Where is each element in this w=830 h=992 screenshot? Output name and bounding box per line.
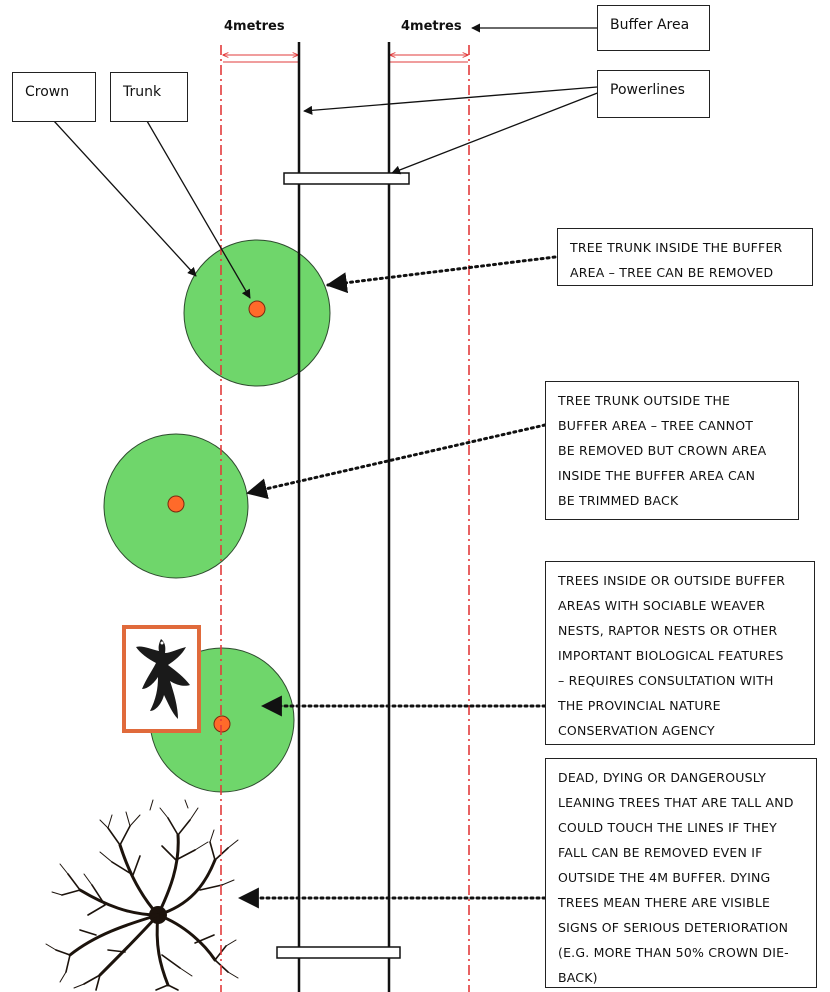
note-line: BACK) [558,970,598,985]
tree-inside-buffer [183,239,331,387]
note-line: LEANING TREES THAT ARE TALL AND [558,795,794,810]
buffer-width-right [390,55,468,63]
note-trunk-outside-buffer: TREE TRUNK OUTSIDE THE BUFFER AREA – TRE… [545,381,799,520]
note-line: COULD TOUCH THE LINES IF THEY [558,820,777,835]
tree-outside-buffer [103,433,249,579]
note2-pointer [245,423,547,500]
note-line: TREES INSIDE OR OUTSIDE BUFFER [558,573,786,588]
raptor-picture [122,625,201,733]
buffer-width-left [223,55,298,63]
powerline-pointer-1 [303,86,598,115]
note-trunk-inside-buffer: TREE TRUNK INSIDE THE BUFFER AREA – TREE… [557,228,813,286]
note1-pointer [325,255,557,294]
powerlines-text: Powerlines [610,82,685,98]
trunk-pointer [146,120,251,299]
buffer-area-text: Buffer Area [610,17,690,33]
note-line: TREE TRUNK INSIDE THE BUFFER [570,240,783,255]
crown-label: Crown [12,72,96,122]
note-line: AREAS WITH SOCIABLE WEAVER [558,598,766,613]
tree-trunk [167,495,185,513]
trunk-label: Trunk [110,72,188,122]
note-line: CONSERVATION AGENCY [558,723,715,738]
crown-pointer [53,120,197,277]
tree-trunk [248,300,266,318]
note-line: BUFFER AREA – TREE CANNOT [558,418,754,433]
crown-text: Crown [25,84,70,100]
powerline-pointer-2 [391,91,601,175]
pole-crossbar-bottom [276,946,401,959]
note-line: BE REMOVED BUT CROWN AREA [558,443,767,458]
note-line: INSIDE THE BUFFER AREA CAN [558,468,756,483]
note-line: BE TRIMMED BACK [558,493,679,508]
raptor-bird-icon [136,639,190,719]
note-line: – REQUIRES CONSULTATION WITH [558,673,774,688]
note-biological-features: TREES INSIDE OR OUTSIDE BUFFER AREAS WIT… [545,561,815,745]
buffer-width-label-right: 4metres [401,19,462,34]
note-line: DEAD, DYING OR DANGEROUSLY [558,770,767,785]
note-line: OUTSIDE THE 4M BUFFER. DYING [558,870,771,885]
note-line: AREA – TREE CAN BE REMOVED [570,265,774,280]
buffer-area-label: Buffer Area [597,5,710,51]
note-line: THE PROVINCIAL NATURE [558,698,721,713]
note-line: NESTS, RAPTOR NESTS OR OTHER [558,623,778,638]
powerlines-label: Powerlines [597,70,710,118]
note-line: TREE TRUNK OUTSIDE THE [558,393,731,408]
pole-crossbar-top [283,172,410,185]
dead-tree-icon [45,799,239,991]
note-line: FALL CAN BE REMOVED EVEN IF [558,845,763,860]
trunk-text: Trunk [123,84,162,100]
note-line: TREES MEAN THERE ARE VISIBLE [558,895,771,910]
note-line: SIGNS OF SERIOUS DETERIORATION [558,920,789,935]
note-line: IMPORTANT BIOLOGICAL FEATURES [558,648,784,663]
buffer-width-label-left: 4metres [224,19,285,34]
note-line: (E.G. MORE THAN 50% CROWN DIE- [558,945,789,960]
tree-trunk [213,715,231,733]
note-dead-dying-trees: DEAD, DYING OR DANGEROUSLY LEANING TREES… [545,758,817,988]
